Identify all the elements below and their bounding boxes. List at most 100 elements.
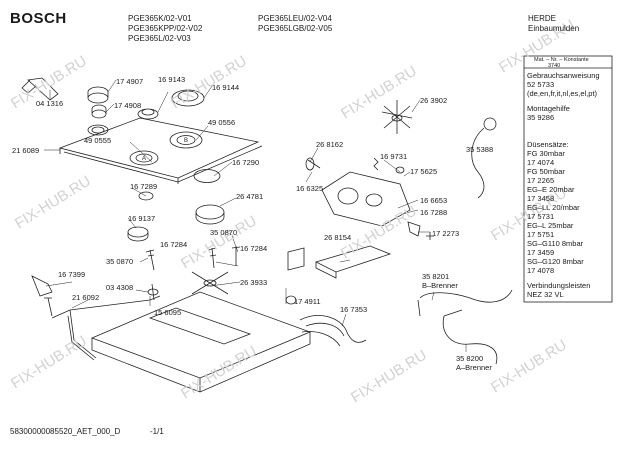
- part-label: 16 7289: [130, 182, 158, 191]
- part-label: 35 0870: [106, 257, 134, 266]
- spark-plug-left: [145, 249, 155, 271]
- part-label: 17 4907: [116, 77, 144, 86]
- knob-large: [87, 86, 109, 104]
- burner-mark-a: A: [142, 156, 146, 162]
- insulation-block: [287, 247, 305, 271]
- part-label: A–Brenner: [456, 363, 492, 372]
- part-label: 16 7353: [340, 305, 368, 314]
- gas-valve-body: [321, 171, 411, 227]
- leader-lines: [44, 79, 467, 352]
- nozzle-name: EG–L 25mbar: [527, 221, 574, 230]
- valve-spring: [373, 157, 405, 174]
- pan-support-star: [381, 100, 413, 134]
- gas-rail: [51, 295, 161, 361]
- part-label: 16 9144: [212, 83, 240, 92]
- mount-title: Montagehilfe: [527, 104, 570, 113]
- nozzle-number: 17 4074: [527, 158, 555, 167]
- model-number: PGE365KPP/02-V02: [128, 24, 203, 33]
- part-label: 03 4308: [106, 283, 134, 292]
- burner-head-large: [195, 204, 225, 225]
- part-label: 35 8201: [422, 272, 450, 281]
- side-panel-frame: [523, 55, 613, 303]
- part-label: 16 9137: [128, 214, 156, 223]
- part-label: 35 8200: [456, 354, 484, 363]
- ignition-cable-set: [299, 315, 367, 347]
- seal-ring-small: [138, 191, 154, 201]
- nozzle-number: 17 2265: [527, 176, 555, 185]
- nozzle-name: FG 30mbar: [527, 149, 565, 158]
- part-label: 26 8162: [316, 140, 344, 149]
- mount-number: 35 9286: [527, 113, 555, 122]
- l-bracket: [21, 77, 59, 101]
- part-label: 17 4911: [294, 297, 321, 306]
- model-number: PGE365LEU/02-V04: [258, 14, 332, 23]
- nozzles-title: Düsensätze:: [527, 140, 569, 149]
- spark-plug-right: [231, 246, 241, 266]
- part-label: 16 9143: [158, 75, 186, 84]
- clamp-16-7399: [31, 275, 53, 297]
- nozzle-name: SG–G120 8mbar: [527, 257, 584, 266]
- nozzle-number: 17 4078: [527, 266, 555, 275]
- grommet: [147, 283, 159, 301]
- nozzle-name: EG–LL 20/mbar: [527, 203, 580, 212]
- b-burner-cable: [417, 289, 513, 317]
- cross-bracket: [191, 271, 229, 295]
- part-label: 26 3902: [420, 96, 448, 105]
- part-label: 16 6653: [420, 196, 448, 205]
- manual-number: 52 5733: [527, 80, 555, 89]
- mat-number: 3740: [548, 63, 561, 69]
- part-label: 16 9731: [380, 152, 408, 161]
- nozzle-name: SG–G110 8mbar: [527, 239, 584, 248]
- nozzle-number: 17 3459: [527, 248, 555, 257]
- brand-logo: BOSCH: [10, 10, 67, 27]
- part-label: 49 0556: [208, 118, 236, 127]
- burner-cap-small: [137, 108, 159, 120]
- knob-small: [91, 104, 107, 119]
- part-label: 04 1316: [36, 99, 64, 108]
- part-label: 17 5625: [410, 167, 438, 176]
- part-label: B–Brenner: [422, 281, 458, 290]
- part-label: 16 7284: [240, 244, 268, 253]
- nozzle-number: 17 5751: [527, 230, 555, 239]
- valve-clip: [407, 221, 421, 237]
- part-label: 15 6095: [154, 308, 182, 317]
- manual-languages: (de,en,fr,it,nl,es,el,pt): [527, 89, 598, 98]
- part-label: 26 4781: [236, 192, 264, 201]
- part-label: 17 2273: [432, 229, 460, 238]
- part-label: 16 7399: [58, 270, 86, 279]
- part-label: 26 8154: [324, 233, 352, 242]
- part-label: 21 6089: [12, 146, 40, 155]
- model-number: PGE365LGB/02-V05: [258, 24, 333, 33]
- screw-left: [44, 297, 53, 317]
- cable-tie: [285, 295, 297, 305]
- base-tray: [90, 291, 312, 393]
- part-label: 16 7288: [420, 208, 448, 217]
- a-burner-cable: [442, 309, 498, 365]
- part-label: 16 7284: [160, 240, 188, 249]
- spark-plug-mid: [207, 247, 217, 269]
- burner-cap-large: [171, 89, 205, 107]
- part-label: 16 7290: [232, 158, 260, 167]
- manual-title: Gebrauchsanweisung: [527, 71, 600, 80]
- nozzle-name: EG–E 20mbar: [527, 185, 575, 194]
- nozzle-name: FG 50mbar: [527, 167, 565, 176]
- nozzle-number: 17 3458: [527, 194, 555, 203]
- cable-title: Verbindungsleisten: [527, 281, 591, 290]
- product-category: Einbaumulden: [528, 24, 580, 33]
- power-cord: [471, 117, 497, 199]
- part-label: 49 0555: [84, 136, 112, 145]
- part-label: 17 4908: [114, 101, 142, 110]
- company-name: HERDE: [528, 14, 557, 23]
- part-label: 35 5388: [466, 145, 494, 154]
- cable-number: NEZ 32 VL: [527, 290, 564, 299]
- model-number: PGE365K/02-V01: [128, 14, 192, 23]
- mat-note: Mat. – Nr. – Konstante: [534, 57, 589, 63]
- seal-ring: [193, 169, 221, 183]
- nozzle-number: 17 5731: [527, 212, 555, 221]
- valve-support-bracket: [314, 245, 392, 279]
- part-label: 26 3933: [240, 278, 268, 287]
- hob-top-plate: [58, 117, 263, 183]
- part-label: 35 0870: [210, 228, 238, 237]
- part-label: 16 6325: [296, 184, 324, 193]
